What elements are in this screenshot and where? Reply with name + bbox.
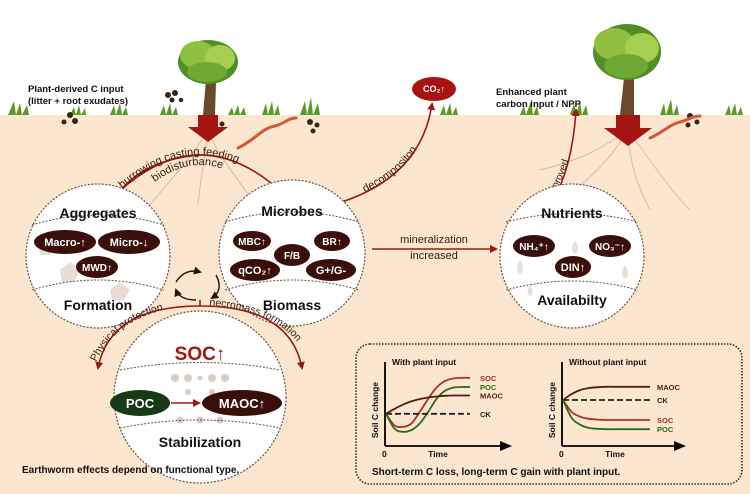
left-caption: Earthworm effects depend on functional t… (22, 465, 239, 476)
chart-with-plant-input: With plant input Soil C change 0 Time SO… (370, 357, 512, 459)
earthworm-icon (236, 116, 298, 150)
aggregates-title: Aggregates (59, 205, 136, 221)
tree-icon (593, 24, 661, 115)
carbon-input-arrow-icon (188, 115, 228, 142)
plant-input-label-1: Plant-derived C input (28, 84, 124, 95)
x-tick-label: 0 (382, 449, 387, 459)
carbon-input-arrow-icon (604, 115, 652, 146)
chart-title: With plant input (392, 357, 456, 367)
stabilization-footer: Stabilization (159, 434, 241, 450)
enhanced-input-label-2: carbon input / NPP (496, 99, 582, 110)
aggregates-footer: Formation (64, 297, 132, 313)
plant-input-label-2: (litter + root exudates) (28, 96, 128, 107)
legend-label-poc: POC (480, 383, 497, 392)
aggregates-panel: Aggregates Formation Macro-↑ Micro-↓ MWD… (25, 183, 171, 329)
pill-nh4: NH₄⁺↑ (519, 242, 549, 253)
microbes-title: Microbes (261, 203, 323, 219)
tree-icon (178, 40, 238, 115)
y-axis-label: Soil C change (370, 382, 380, 438)
legend-label-ck: CK (480, 410, 491, 419)
enhanced-input-label-1: Enhanced plant (496, 87, 568, 98)
series-line-maoc (562, 385, 650, 401)
pill-macro: Macro-↑ (44, 237, 86, 249)
series-line-poc (385, 386, 471, 433)
grass (8, 97, 743, 115)
chart-without-plant-input: Without plant input Soil C change 0 Time… (547, 357, 686, 459)
legend-label-soc: SOC (480, 374, 497, 383)
microbes-footer: Biomass (263, 297, 322, 313)
pill-qco2: qCO₂↑ (238, 265, 272, 277)
y-axis-label: Soil C change (547, 382, 557, 438)
co2-badge (412, 77, 456, 101)
series-line-maoc (385, 394, 470, 415)
soc-title: SOC↑ (175, 344, 226, 365)
co2-label: CO₂↑ (423, 84, 445, 94)
pill-din: DIN↑ (561, 262, 585, 274)
series-line-poc (562, 399, 651, 431)
series-line-soc (562, 399, 650, 421)
nutrients-footer: Availabilty (537, 292, 607, 308)
chart-box (355, 343, 743, 485)
soc-panel: SOC↑ Stabilization POC MAOC↑ (110, 310, 287, 484)
chart-title: Without plant input (569, 357, 647, 367)
pill-maoc: MAOC↑ (219, 396, 265, 411)
pill-mwd: MWD↑ (82, 263, 112, 274)
nutrients-panel: Nutrients Availabilty NH₄⁺↑ NO₃⁻↑ DIN↑ (499, 183, 645, 329)
x-axis-label: Time (605, 449, 625, 459)
pill-micro: Micro-↓ (110, 237, 149, 249)
series-line-soc (385, 376, 471, 428)
pill-mbc: MBC↑ (238, 237, 266, 248)
legend-label-poc: POC (657, 425, 674, 434)
legend-label-soc: SOC (657, 416, 674, 425)
pill-gram: G+/G- (316, 265, 347, 277)
right-caption: Short-term C loss, long-term C gain with… (372, 467, 621, 478)
microbes-panel: Microbes Biomass MBC↑ BR↑ F/B qCO₂↑ G+/G… (218, 179, 366, 327)
legend-label-maoc: MAOC (657, 383, 680, 392)
earthworm-icon (648, 114, 702, 140)
necromass-formation-arrow (199, 305, 305, 370)
pill-br: BR↑ (322, 237, 341, 248)
pill-poc: POC (126, 396, 155, 411)
x-tick-label: 0 (559, 449, 564, 459)
physical-protection-arrow (95, 305, 201, 370)
pill-fb: F/B (284, 251, 300, 262)
cycle-arrows (174, 266, 220, 301)
mineralization-label: mineralization (400, 234, 468, 246)
mineralization-label-2: increased (410, 250, 458, 262)
nutrients-title: Nutrients (541, 205, 603, 221)
legend-label-maoc: MAOC (480, 391, 503, 400)
pill-no3: NO₃⁻↑ (595, 242, 625, 253)
x-axis-label: Time (428, 449, 448, 459)
legend-label-ck: CK (657, 396, 668, 405)
